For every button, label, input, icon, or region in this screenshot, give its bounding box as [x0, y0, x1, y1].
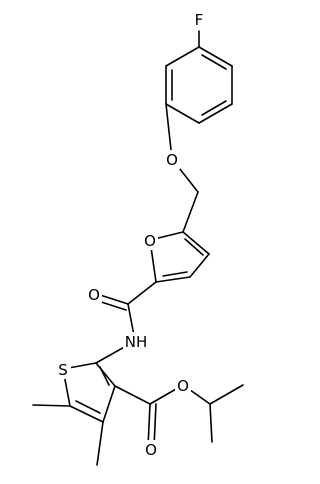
bond-furan-double-2 [184, 238, 204, 256]
bond-furan-e [182, 231, 210, 255]
atom-amide-nh: NH [125, 333, 148, 351]
bond-furan-c [155, 276, 191, 283]
bond-ch-methyl-1 [209, 384, 244, 405]
bond-ch2-furan [182, 191, 199, 233]
atom-labels: F O O O NH S O O [55, 10, 206, 459]
bond-thio-e [95, 362, 116, 387]
bond-c4-oether [165, 103, 173, 160]
bond-thio-c [69, 405, 104, 423]
bond-ring1-double-1 [201, 54, 227, 70]
bond-ring1-f [165, 46, 200, 67]
bond-furan-double-1 [162, 271, 188, 277]
atom-ether-oxygen: O [166, 151, 178, 169]
bond-ring1-a [198, 46, 233, 67]
atom-fluorine: F [195, 11, 204, 29]
bond-thio-double-1 [75, 400, 101, 414]
bond-ring1-double-2 [201, 100, 227, 116]
bond-c5-methyl [32, 404, 71, 407]
bond-furan-camide [127, 281, 157, 305]
bond-c4-methyl [96, 421, 104, 466]
atom-thiophene-sulfur: S [58, 361, 68, 379]
bond-ch-methyl-2 [209, 403, 213, 443]
bond-c3-cester [114, 385, 151, 405]
atom-furan-oxygen: O [144, 232, 156, 250]
atom-ester-oxygen: O [177, 377, 189, 395]
bonds [32, 30, 244, 466]
atom-amide-oxygen: O [88, 286, 100, 304]
bond-cester-ocarbonyl-2 [153, 403, 157, 448]
bond-furan-d [189, 253, 210, 278]
bond-thio-double-2 [99, 366, 110, 386]
molecule-structure-diagram: F O O O NH S O O [32, 10, 244, 466]
bond-ring1-d [165, 103, 200, 124]
atom-ester-carbonyl-oxygen: O [145, 441, 157, 459]
bond-cester-ocarbonyl-1 [147, 403, 151, 448]
bond-thio-d [102, 385, 116, 423]
bond-ring1-c [198, 103, 233, 124]
